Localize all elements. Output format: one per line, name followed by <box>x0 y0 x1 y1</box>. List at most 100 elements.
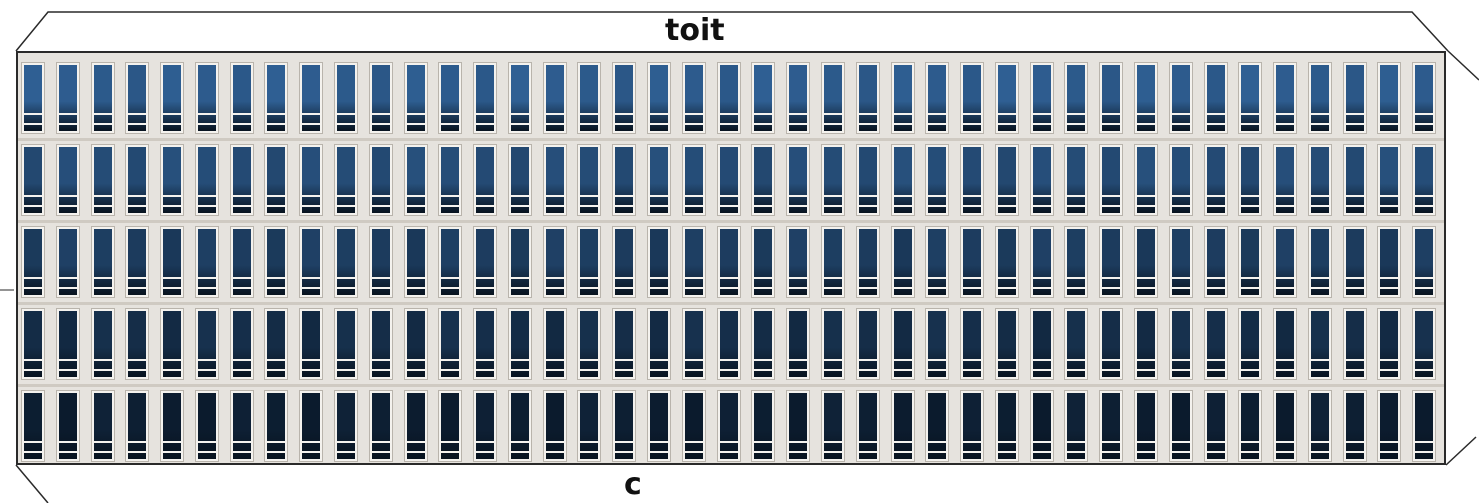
facade-window <box>544 63 566 133</box>
facade-window <box>1031 145 1053 215</box>
window-transom <box>1415 195 1433 197</box>
window-sill-line <box>407 369 425 371</box>
window-sill-line <box>894 287 912 289</box>
facade-window <box>1205 145 1227 215</box>
facade-window <box>161 309 183 379</box>
window-transom <box>24 195 42 197</box>
window-sill-line <box>650 369 668 371</box>
facade-window <box>787 391 809 461</box>
window-sill-line <box>163 123 181 125</box>
facade-window <box>335 227 357 297</box>
window-sill-line <box>754 451 772 453</box>
facade-window <box>370 227 392 297</box>
window-sill-line <box>94 369 112 371</box>
window-sill-line <box>163 451 181 453</box>
facade-window <box>57 391 79 461</box>
window-transom <box>1033 441 1051 443</box>
facade-window <box>474 227 496 297</box>
window-transom <box>511 359 529 361</box>
window-transom <box>650 359 668 361</box>
facade-window <box>22 227 44 297</box>
window-transom <box>1276 113 1294 115</box>
roof-tab-outline <box>15 11 1449 52</box>
facade-window <box>196 227 218 297</box>
window-sill-line <box>1241 451 1259 453</box>
facade-window <box>1205 63 1227 133</box>
window-sill-line <box>1380 451 1398 453</box>
floor-slab <box>18 138 1444 141</box>
window-sill-line <box>1033 287 1051 289</box>
window-sill-line <box>302 451 320 453</box>
window-sill-line <box>24 369 42 371</box>
window-transom <box>163 113 181 115</box>
window-transom <box>1102 359 1120 361</box>
facade-window <box>126 63 148 133</box>
window-transom <box>1067 113 1085 115</box>
window-transom <box>928 277 946 279</box>
window-transom <box>894 113 912 115</box>
window-sill-line <box>998 451 1016 453</box>
facade-window <box>1239 63 1261 133</box>
facade-window <box>370 391 392 461</box>
window-sill-line <box>372 287 390 289</box>
window-transom <box>1102 195 1120 197</box>
facade-window <box>822 391 844 461</box>
window-sill-line <box>1241 287 1259 289</box>
facade-window <box>474 63 496 133</box>
window-sill-line <box>233 287 251 289</box>
window-transom <box>859 441 877 443</box>
facade-window <box>892 227 914 297</box>
window-sill-line <box>580 287 598 289</box>
window-transom <box>650 113 668 115</box>
window-transom <box>233 277 251 279</box>
window-transom <box>615 441 633 443</box>
window-transom <box>1102 441 1120 443</box>
facade-window <box>1378 63 1400 133</box>
window-sill-line <box>1033 205 1051 207</box>
window-transom <box>1137 359 1155 361</box>
facade-window <box>648 63 670 133</box>
window-transom <box>615 195 633 197</box>
window-transom <box>302 113 320 115</box>
window-transom <box>198 441 216 443</box>
window-transom <box>372 195 390 197</box>
facade-window <box>996 391 1018 461</box>
window-transom <box>372 441 390 443</box>
window-transom <box>163 441 181 443</box>
facade-window <box>57 227 79 297</box>
window-transom <box>580 277 598 279</box>
window-transom <box>337 359 355 361</box>
window-sill-line <box>1346 451 1364 453</box>
facade-window <box>822 63 844 133</box>
window-transom <box>1172 441 1190 443</box>
facade-window <box>1065 309 1087 379</box>
facade-window <box>1135 145 1157 215</box>
facade-window <box>265 309 287 379</box>
window-transom <box>59 441 77 443</box>
facade-window <box>787 145 809 215</box>
window-sill-line <box>511 123 529 125</box>
window-sill-line <box>1102 287 1120 289</box>
window-sill-line <box>372 205 390 207</box>
facade-window <box>92 309 114 379</box>
window-transom <box>859 195 877 197</box>
window-sill-line <box>267 287 285 289</box>
facade-window <box>857 309 879 379</box>
facade-window <box>1031 309 1053 379</box>
facade-window <box>613 145 635 215</box>
window-transom <box>650 441 668 443</box>
window-sill-line <box>476 123 494 125</box>
facade-window <box>961 391 983 461</box>
facade-window <box>544 391 566 461</box>
facade-window <box>892 63 914 133</box>
window-sill-line <box>1241 205 1259 207</box>
window-sill-line <box>337 451 355 453</box>
window-sill-line <box>789 369 807 371</box>
facade-window <box>265 145 287 215</box>
facade-window <box>1065 145 1087 215</box>
window-transom <box>511 113 529 115</box>
window-transom <box>94 195 112 197</box>
facade-window <box>683 63 705 133</box>
window-sill-line <box>1137 123 1155 125</box>
window-sill-line <box>59 451 77 453</box>
